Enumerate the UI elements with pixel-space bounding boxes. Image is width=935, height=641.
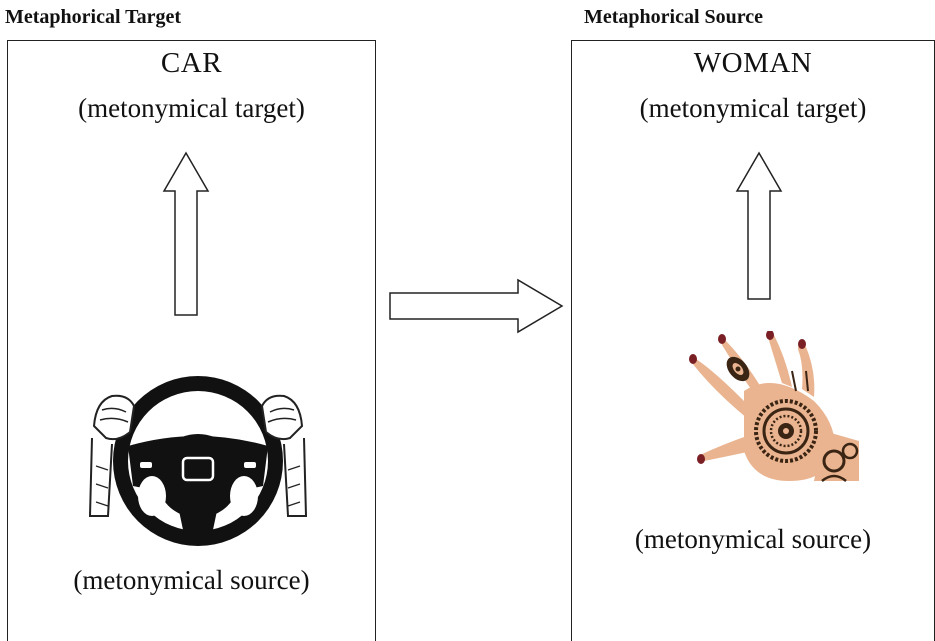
car-concept-label: CAR bbox=[160, 47, 223, 79]
left-metonymical-target-label: (metonymical target) bbox=[78, 93, 305, 123]
woman-concept-label: WOMAN bbox=[693, 47, 813, 79]
left-metonymical-source-label: (metonymical source) bbox=[73, 565, 310, 595]
henna-hand-icon bbox=[689, 331, 859, 482]
metaphorical-target-box: CAR (metonymical target) (metonymical so… bbox=[7, 40, 376, 641]
metaphorical-source-heading: Metaphorical Source bbox=[584, 6, 764, 28]
left-up-arrow-icon bbox=[162, 151, 210, 316]
right-metonymical-target-label: (metonymical target) bbox=[639, 93, 867, 123]
metaphorical-target-heading: Metaphorical Target bbox=[5, 6, 182, 28]
right-up-arrow-icon bbox=[735, 151, 783, 300]
right-metonymical-source-label: (metonymical source) bbox=[634, 524, 872, 554]
mapping-right-arrow-icon bbox=[389, 278, 564, 334]
metaphorical-source-box: WOMAN (metonymical target) bbox=[571, 40, 935, 641]
steering-wheel-with-hands-icon bbox=[88, 376, 308, 546]
